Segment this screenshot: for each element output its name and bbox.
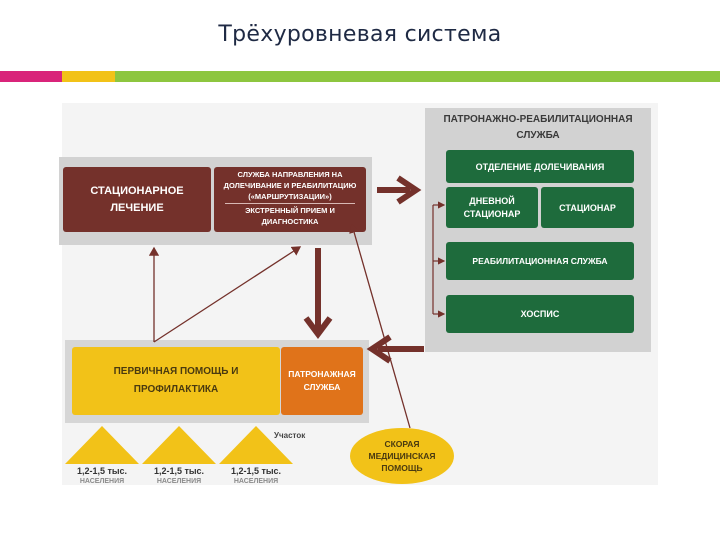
- arrow-ambulance-to-emergency: [349, 223, 411, 429]
- routing-service-box: СЛУЖБА НАПРАВЛЕНИЯ НА ДОЛЕЧИВАНИЕ И РЕАБ…: [214, 167, 366, 232]
- population-value-3: 1,2-1,5 тыс.: [230, 466, 282, 476]
- patronage-service-line2: СЛУЖБА: [303, 382, 341, 392]
- arrow-down-to-primary: [303, 248, 333, 339]
- rehab-service-box: РЕАБИЛИТАЦИОННАЯ СЛУЖБА: [446, 242, 634, 280]
- primary-care-box: ПЕРВИЧНАЯ ПОМОЩЬ И ПРОФИЛАКТИКА: [72, 347, 280, 415]
- patronage-bracket: [432, 201, 446, 318]
- ambulance-line3: ПОМОЩЬ: [381, 463, 423, 473]
- stripe-pink: [0, 71, 62, 82]
- routing-line1: СЛУЖБА НАПРАВЛЕНИЯ НА: [237, 170, 343, 179]
- emergency-line2: ДИАГНОСТИКА: [261, 217, 319, 226]
- population-triangle-3: [219, 426, 293, 464]
- day-stacionar-box: ДНЕВНОЙ СТАЦИОНАР: [446, 187, 538, 228]
- patronage-title-line2: СЛУЖБА: [516, 130, 560, 141]
- routing-line3: («МАРШРУТИЗАЦИИ»): [248, 192, 332, 201]
- emergency-line1: ЭКСТРЕННЫЙ ПРИЕМ И: [245, 206, 335, 215]
- day-stacionar-line2: СТАЦИОНАР: [463, 208, 521, 219]
- patronage-service-line1: ПАТРОНАЖНАЯ: [288, 369, 356, 379]
- hospital-treatment-line2: ЛЕЧЕНИЕ: [110, 201, 164, 214]
- population-unit-1: НАСЕЛЕНИЯ: [79, 478, 125, 485]
- stripe-yellow: [62, 71, 115, 82]
- patronage-title-line1: ПАТРОНАЖНО-РЕАБИЛИТАЦИОННАЯ: [443, 114, 633, 125]
- hospital-treatment-line1: СТАЦИОНАРНОЕ: [90, 184, 184, 197]
- population-value-1: 1,2-1,5 тыс.: [76, 466, 128, 476]
- ambulance-line2: МЕДИЦИНСКАЯ: [368, 451, 436, 461]
- population-triangle-2: [142, 426, 216, 464]
- routing-line2: ДОЛЕЧИВАНИЕ И РЕАБИЛИТАЦИЮ: [223, 181, 357, 190]
- stacionar-box: СТАЦИОНАР: [541, 187, 634, 228]
- population-unit-2: НАСЕЛЕНИЯ: [156, 478, 202, 485]
- population-value-2: 1,2-1,5 тыс.: [153, 466, 205, 476]
- arrow-to-patronage: [377, 175, 422, 205]
- hospice-box: ХОСПИС: [446, 295, 634, 333]
- primary-care-line2: ПРОФИЛАКТИКА: [133, 384, 219, 395]
- primary-care-line1: ПЕРВИЧНАЯ ПОМОЩЬ И: [113, 366, 239, 377]
- hospital-treatment-box: СТАЦИОНАРНОЕ ЛЕЧЕНИЕ: [63, 167, 211, 232]
- population-triangle-1: [65, 426, 139, 464]
- arrow-back-to-primary: [366, 334, 424, 364]
- dolechivanie-box: ОТДЕЛЕНИЕ ДОЛЕЧИВАНИЯ: [446, 150, 634, 183]
- routing-divider: [225, 203, 355, 204]
- ambulance-ellipse: СКОРАЯ МЕДИЦИНСКАЯ ПОМОЩЬ: [350, 428, 454, 484]
- patronage-service-box: ПАТРОНАЖНАЯ СЛУЖБА: [281, 347, 363, 415]
- stripe-green: [115, 71, 720, 82]
- ambulance-line1: СКОРАЯ: [384, 439, 420, 449]
- day-stacionar-line1: ДНЕВНОЙ: [469, 195, 515, 206]
- population-unit-3: НАСЕЛЕНИЯ: [233, 478, 279, 485]
- arrow-diagonal-to-routing: [153, 246, 302, 343]
- page-title: Трёхуровневая система: [218, 22, 502, 47]
